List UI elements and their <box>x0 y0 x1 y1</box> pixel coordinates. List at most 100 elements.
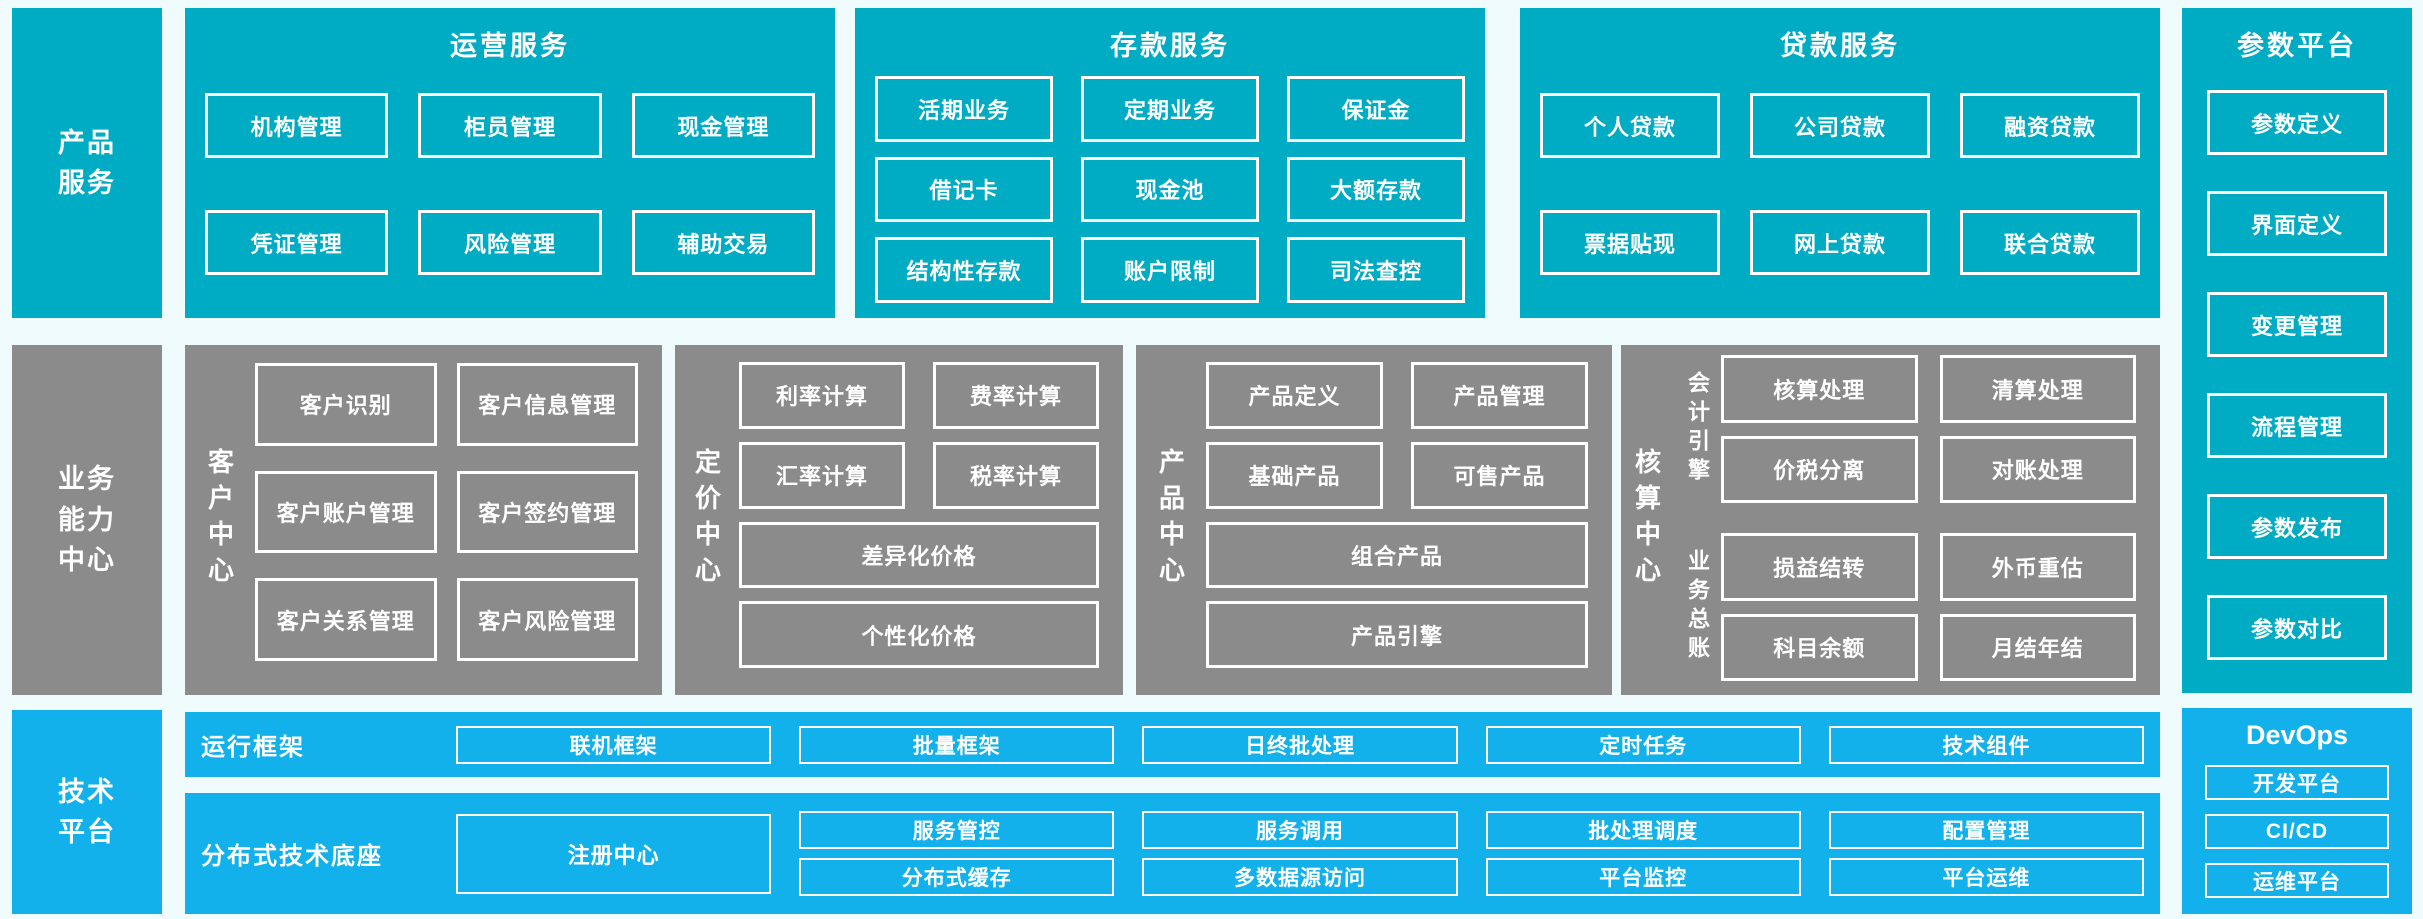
diagram-box: 定期业务 <box>1081 76 1259 142</box>
diagram-box: CI/CD <box>2205 814 2389 849</box>
diagram-box: 辅助交易 <box>631 210 815 275</box>
diagram-box: 平台运维 <box>1828 858 2144 896</box>
panel-runtime-framework: 运行框架 联机框架 批量框架 日终批处理 定时任务 技术组件 <box>185 712 2160 777</box>
box-grid: 利率计算 费率计算 汇率计算 税率计算 差异化价格 个性化价格 <box>739 362 1099 668</box>
diagram-box: 损益结转 <box>1721 533 1918 601</box>
panel-deposit-services: 存款服务 活期业务 定期业务 保证金 借记卡 现金池 大额存款 结构性存款 账户… <box>855 8 1485 318</box>
diagram-box: 技术组件 <box>1828 725 2144 764</box>
vertical-sublabel: 会计引擎 <box>1685 371 1710 487</box>
panel-title: 参数平台 <box>2237 31 2357 61</box>
box-column: 服务调用 多数据源访问 <box>1142 811 1458 896</box>
diagram-box: 服务管控 <box>799 811 1115 849</box>
diagram-box: 个人贷款 <box>1540 93 1720 158</box>
row-label: 分布式技术底座 <box>201 843 383 870</box>
diagram-box: 柜员管理 <box>418 93 602 158</box>
panel-product-center: 产品中心 产品定义 产品管理 基础产品 可售产品 组合产品 产品引擎 <box>1136 345 1612 695</box>
diagram-box: 基础产品 <box>1206 441 1383 509</box>
diagram-box: 税率计算 <box>933 441 1099 509</box>
diagram-box: 参数发布 <box>2207 494 2387 559</box>
sidebar-product-services: 产品 服务 <box>12 8 162 318</box>
box-grid: 客户识别 客户信息管理 客户账户管理 客户签约管理 客户关系管理 客户风险管理 <box>255 363 638 661</box>
panel-title: 运营服务 <box>450 31 570 61</box>
diagram-box: 融资贷款 <box>1960 93 2140 158</box>
diagram-box: 公司贷款 <box>1750 93 1930 158</box>
diagram-box: 分布式缓存 <box>799 858 1115 896</box>
diagram-box: 科目余额 <box>1721 613 1918 681</box>
box-column: 批处理调度 平台监控 <box>1485 811 1801 896</box>
diagram-box: 借记卡 <box>875 156 1053 223</box>
business-ledger-group: 业务总账 损益结转 外币重估 科目余额 月结年结 <box>1673 533 2136 681</box>
box-list: 参数定义 界面定义 变更管理 流程管理 参数发布 参数对比 <box>2207 90 2387 660</box>
box-grid: 机构管理 柜员管理 现金管理 凭证管理 风险管理 辅助交易 <box>205 93 815 275</box>
panel-title: 存款服务 <box>1110 31 1230 61</box>
diagram-box: 汇率计算 <box>739 441 905 509</box>
diagram-box: 活期业务 <box>875 76 1053 142</box>
diagram-box: 价税分离 <box>1721 435 1918 503</box>
diagram-box: 客户识别 <box>255 363 437 446</box>
diagram-box: 个性化价格 <box>739 601 1099 668</box>
diagram-box: 可售产品 <box>1411 441 1588 509</box>
diagram-box: 流程管理 <box>2207 393 2387 458</box>
diagram-box: 日终批处理 <box>1142 725 1458 764</box>
diagram-box: 配置管理 <box>1828 811 2144 849</box>
diagram-box: 平台监控 <box>1485 858 1801 896</box>
panel-title: DevOps <box>2245 720 2349 750</box>
panel-customer-center: 客户中心 客户识别 客户信息管理 客户账户管理 客户签约管理 客户关系管理 客户… <box>185 345 662 695</box>
vertical-label: 产品中心 <box>1155 448 1186 592</box>
diagram-box: 产品管理 <box>1411 362 1588 429</box>
diagram-box: 开发平台 <box>2205 765 2389 800</box>
row-label: 运行框架 <box>201 734 305 761</box>
box-column: 配置管理 平台运维 <box>1828 811 2144 896</box>
diagram-box: 保证金 <box>1287 76 1465 142</box>
diagram-box: 利率计算 <box>739 362 905 429</box>
diagram-box: 批处理调度 <box>1485 811 1801 849</box>
vertical-sublabel: 业务总账 <box>1685 549 1710 665</box>
panel-title: 贷款服务 <box>1780 31 1900 61</box>
box-column: 服务管控 分布式缓存 <box>799 811 1115 896</box>
diagram-box: 客户风险管理 <box>456 578 638 661</box>
diagram-box: 机构管理 <box>205 93 389 158</box>
box-row: 联机框架 批量框架 日终批处理 定时任务 技术组件 <box>456 725 2144 764</box>
box-grid: 产品定义 产品管理 基础产品 可售产品 组合产品 产品引擎 <box>1206 362 1588 668</box>
diagram-box: 司法查控 <box>1287 237 1465 303</box>
box-grid: 注册中心 服务管控 分布式缓存 服务调用 多数据源访问 批处理调度 平台监控 配… <box>456 811 2144 896</box>
panel-parameter-platform: 参数平台 参数定义 界面定义 变更管理 流程管理 参数发布 参数对比 <box>2182 8 2412 693</box>
diagram-box: 组合产品 <box>1206 521 1588 589</box>
diagram-box: 清算处理 <box>1939 355 2136 423</box>
vertical-label: 定价中心 <box>691 448 722 592</box>
panel-pricing-center: 定价中心 利率计算 费率计算 汇率计算 税率计算 差异化价格 个性化价格 <box>675 345 1123 695</box>
box-grid: 活期业务 定期业务 保证金 借记卡 现金池 大额存款 结构性存款 账户限制 司法… <box>875 76 1465 303</box>
diagram-box: 联合贷款 <box>1960 210 2140 275</box>
diagram-box: 费率计算 <box>933 362 1099 429</box>
diagram-box: 风险管理 <box>418 210 602 275</box>
diagram-box: 现金管理 <box>631 93 815 158</box>
panel-distributed-base: 分布式技术底座 注册中心 服务管控 分布式缓存 服务调用 多数据源访问 批处理调… <box>185 793 2160 914</box>
diagram-box: 变更管理 <box>2207 292 2387 357</box>
diagram-box: 网上贷款 <box>1750 210 1930 275</box>
diagram-box: 产品定义 <box>1206 362 1383 429</box>
diagram-box: 账户限制 <box>1081 237 1259 303</box>
diagram-box: 联机框架 <box>456 725 772 764</box>
box-grid: 损益结转 外币重估 科目余额 月结年结 <box>1721 533 2136 681</box>
diagram-box: 核算处理 <box>1721 355 1918 423</box>
diagram-box: 现金池 <box>1081 156 1259 223</box>
diagram-box: 服务调用 <box>1142 811 1458 849</box>
diagram-box: 定时任务 <box>1485 725 1801 764</box>
diagram-box: 多数据源访问 <box>1142 858 1458 896</box>
diagram-box: 差异化价格 <box>739 521 1099 589</box>
sidebar-business-capability-center: 业务 能力 中心 <box>12 345 162 695</box>
diagram-box: 凭证管理 <box>205 210 389 275</box>
diagram-box: 客户账户管理 <box>255 470 437 554</box>
accounting-engine-group: 会计引擎 核算处理 清算处理 价税分离 对账处理 <box>1673 355 2136 503</box>
diagram-box: 客户信息管理 <box>456 363 638 446</box>
diagram-box: 运维平台 <box>2205 863 2389 898</box>
diagram-box: 界面定义 <box>2207 191 2387 256</box>
sidebar-tech-platform: 技术 平台 <box>12 710 162 914</box>
diagram-box: 对账处理 <box>1939 435 2136 503</box>
box-list: 开发平台 CI/CD 运维平台 <box>2205 765 2389 898</box>
diagram-box: 大额存款 <box>1287 156 1465 223</box>
accounting-groups: 会计引擎 核算处理 清算处理 价税分离 对账处理 业务总账 损益结转 外币重估 … <box>1673 355 2136 681</box>
box-grid: 核算处理 清算处理 价税分离 对账处理 <box>1721 355 2136 503</box>
panel-loan-services: 贷款服务 个人贷款 公司贷款 融资贷款 票据贴现 网上贷款 联合贷款 <box>1520 8 2160 318</box>
